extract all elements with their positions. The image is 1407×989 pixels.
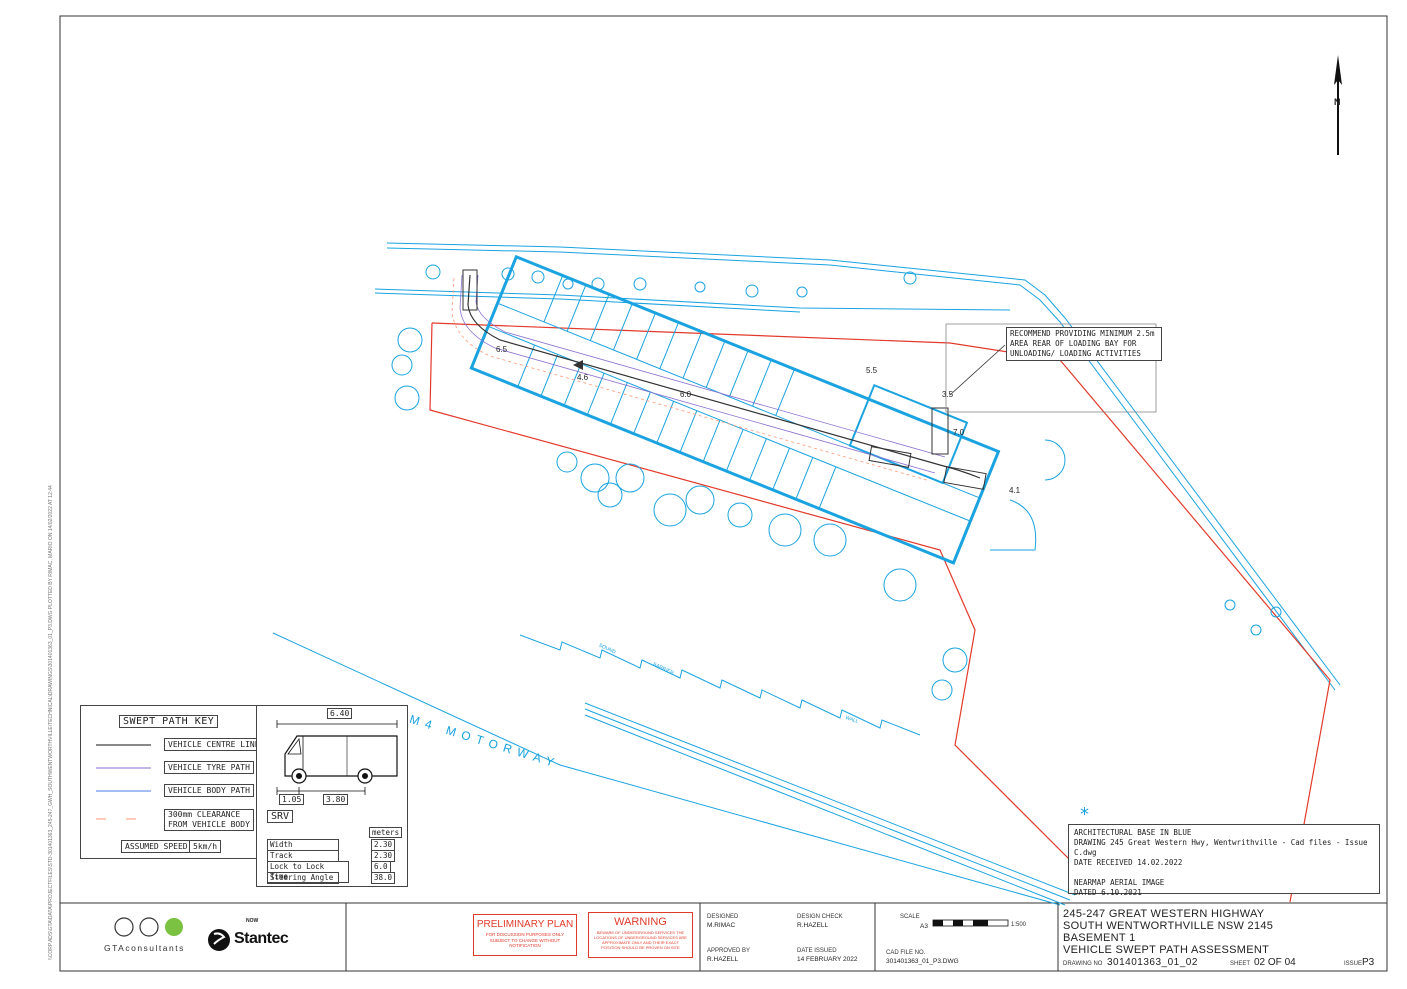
approved-by: R.HAZELL <box>707 956 739 963</box>
base-note-line: NEARMAP AERIAL IMAGE <box>1074 878 1165 887</box>
warning-stamp: WARNING BEWARE OF UNDERGROUND SERVICES T… <box>588 912 693 958</box>
cad-file: 301401363_01_P3.DWG <box>886 958 959 965</box>
vehicle-units: meters <box>369 827 403 838</box>
issued-date: 14 FEBRUARY 2022 <box>797 956 858 963</box>
dimension-label: 7.0 <box>953 428 965 437</box>
project-line: SOUTH WENTWORTHVILLE NSW 2145 <box>1063 920 1274 932</box>
gta-logo-icon <box>114 917 183 937</box>
callout-line: RECOMMEND PROVIDING MINIMUM 2.5m <box>1010 329 1155 338</box>
key-title: SWEPT PATH KEY <box>119 715 219 728</box>
check-label: DESIGN CHECK <box>797 914 843 920</box>
dimension-label: 6.0 <box>680 390 692 399</box>
base-note-line: DRAWING 245 Great Western Hwy, Wentwrith… <box>1074 838 1368 857</box>
scale-size: A3 <box>920 923 928 930</box>
swept-path-key: SWEPT PATH KEY VEHICLE CENTRE LINE VEHIC… <box>80 705 264 859</box>
base-note-line <box>1074 868 1374 878</box>
issued-label: DATE ISSUED <box>797 948 837 954</box>
warning-sub: BEWARE OF UNDERGROUND SERVICES THE LOCAT… <box>594 930 687 950</box>
now-label: NOW <box>246 918 259 924</box>
scale-label: SCALE <box>900 914 920 920</box>
vehicle-wheelbase: 3.80 <box>323 794 349 805</box>
dimension-label: 5.5 <box>866 366 878 375</box>
issue-label: ISSUE <box>1344 961 1363 967</box>
base-note-line: DATE RECEIVED 14.02.2022 <box>1074 858 1183 867</box>
prelim-title: PRELIMINARY PLAN <box>476 919 574 930</box>
dimension-label: 4.1 <box>1009 486 1021 495</box>
key-item-centre-line: VEHICLE CENTRE LINE <box>164 738 264 751</box>
company-name: GTAconsultants <box>104 943 185 953</box>
base-note-line: ARCHITECTURAL BASE IN BLUE <box>1074 828 1192 837</box>
base-note-line: DATED 6.10.2021 <box>1074 888 1142 897</box>
vehicle-spec-panel: 6.40 1.05 3.80 SRV meters Width 2.30 Tra… <box>256 705 408 887</box>
preliminary-stamp: PRELIMINARY PLAN FOR DISCUSSION PURPOSES… <box>473 914 577 956</box>
callout-line: UNLOADING/ LOADING ACTIVITIES <box>1010 349 1141 358</box>
dimension-label: 4.6 <box>577 373 589 382</box>
project-line: BASEMENT 1 <box>1063 932 1136 944</box>
scale-ratio: 1:500 <box>1011 922 1027 928</box>
key-item-tyre-path: VEHICLE TYRE PATH <box>164 761 254 774</box>
assumed-speed-value: 5km/h <box>189 840 222 853</box>
spec-value-steering: 38.0 <box>371 872 396 884</box>
srv-vehicle-icon <box>276 720 398 795</box>
north-label: N <box>1334 97 1341 107</box>
base-note: ARCHITECTURAL BASE IN BLUE DRAWING 245 G… <box>1068 824 1380 897</box>
designed-by: M.RIMAC <box>707 922 736 929</box>
dimension-label: 6.5 <box>496 345 508 354</box>
approved-label: APPROVED BY <box>707 948 751 954</box>
north-arrow-icon <box>1334 55 1342 155</box>
designed-label: DESIGNED <box>707 914 739 920</box>
assumed-speed-label: ASSUMED SPEED <box>121 840 192 853</box>
warning-title: WARNING <box>614 916 667 928</box>
sheet-label: SHEET <box>1230 961 1251 967</box>
vehicle-overhang: 1.05 <box>279 794 305 805</box>
key-item-body-path: VEHICLE BODY PATH <box>164 784 254 797</box>
drawing-no: 301401363_01_02 <box>1107 957 1198 968</box>
key-item-clearance: 300mm CLEARANCE FROM VEHICLE BODY <box>164 809 254 831</box>
vehicle-name: SRV <box>267 810 294 823</box>
sheet-no: 02 OF 04 <box>1254 957 1296 968</box>
drawing-no-label: DRAWING NO <box>1063 961 1103 967</box>
issue-no: P3 <box>1362 957 1375 968</box>
vehicle-length: 6.40 <box>327 708 353 719</box>
stantec-logo-icon <box>208 929 230 951</box>
project-line: 245-247 GREAT WESTERN HIGHWAY <box>1063 908 1265 920</box>
svg-text:*: * <box>1080 804 1089 825</box>
prelim-sub: FOR DISCUSSION PURPOSES ONLY SUBJECT TO … <box>485 932 565 948</box>
cad-label: CAD FILE NO. <box>886 950 926 956</box>
drawing-title: VEHICLE SWEPT PATH ASSESSMENT <box>1063 944 1270 956</box>
dimension-label: 3.5 <box>942 390 954 399</box>
brand-name: Stantec <box>234 930 289 947</box>
spec-label-steering: Steering Angle <box>267 872 339 884</box>
loading-bay-callout: RECOMMEND PROVIDING MINIMUM 2.5m AREA RE… <box>1006 327 1162 361</box>
scale-bar <box>932 919 1009 927</box>
key-line-samples <box>96 744 151 820</box>
check-by: R.HAZELL <box>797 922 829 929</box>
callout-line: AREA REAR OF LOADING BAY FOR <box>1010 339 1137 348</box>
